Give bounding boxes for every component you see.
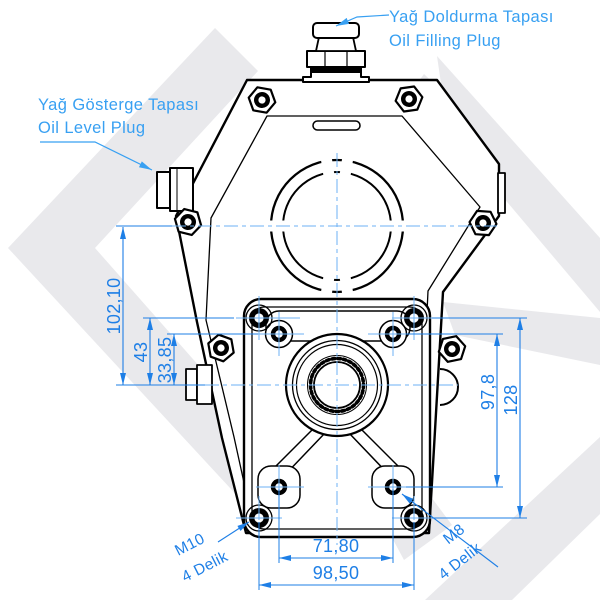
oil-level-label-tr: Yağ Gösterge Tapası [38, 96, 199, 114]
oil-level-leader-arrow-icon [40, 141, 153, 171]
oil-filling-label-en: Oil Filling Plug [389, 32, 501, 50]
hex-bolt [394, 85, 424, 113]
hex-bolt [468, 209, 498, 237]
bore-slot [380, 220, 414, 232]
dim-text-m8-top: 33,85 [155, 337, 175, 384]
oil-filling-plug [302, 22, 370, 83]
dim-text-m10-vertical: 128 [501, 385, 521, 416]
level-plug-cap [156, 171, 171, 209]
plug-neck [315, 36, 357, 52]
oil-level-plug [156, 167, 194, 212]
right-port-plug [497, 172, 506, 214]
top-vent-slot [312, 120, 361, 131]
bore-slot [338, 267, 355, 303]
hex-bolt [437, 335, 467, 363]
oil-filling-leader-arrow-icon [335, 14, 390, 27]
bore-slot [319, 149, 336, 185]
bore-slot [338, 149, 355, 185]
plug-nut [306, 50, 366, 68]
centerlines [172, 153, 497, 545]
level-plug-body [169, 167, 194, 212]
plug-pedestal [302, 71, 370, 83]
cover-bolts [173, 85, 498, 363]
oil-level-label-en: Oil Level Plug [38, 119, 145, 137]
m10-callout-size: M10 [172, 530, 207, 559]
dim-text-m10-top: 43 [131, 342, 151, 363]
dim-text-m10-horizontal: 98,50 [313, 563, 360, 583]
dimensions: 102,10 43 33,85 97,8 128 71,80 98,50 [104, 225, 527, 590]
watermark-shape [437, 56, 600, 312]
right-side-boss [439, 368, 459, 406]
dim-text-m8-horizontal: 71,80 [313, 536, 360, 556]
bore-slot [319, 267, 336, 303]
dim-text-bore-to-hub: 102,10 [104, 278, 124, 335]
m8-leader-arrow-icon [401, 493, 499, 568]
oil-filling-label-tr: Yağ Doldurma Tapası [389, 8, 554, 26]
m10-leader-arrow-icon [217, 521, 250, 543]
hex-bolt [247, 86, 277, 114]
dim-text-m8-vertical: 97,8 [478, 374, 498, 410]
plug-cap [312, 22, 360, 39]
hex-bolt [207, 333, 235, 363]
